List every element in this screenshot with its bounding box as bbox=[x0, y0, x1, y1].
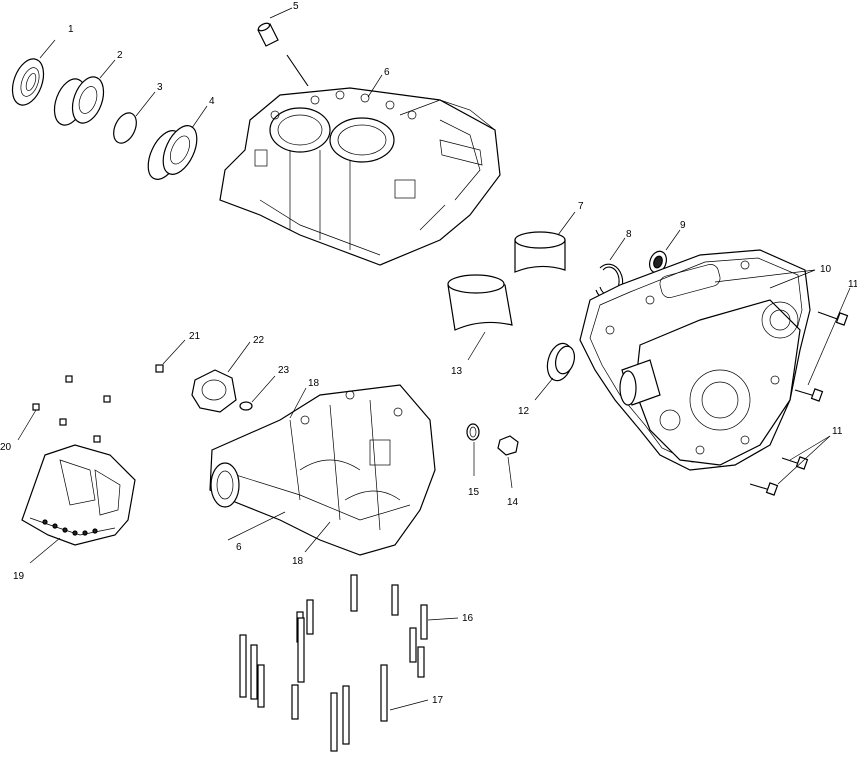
part-21-screw: 21 bbox=[155, 331, 201, 373]
part-6-lower-crankcase: 6 18 18 bbox=[209, 378, 436, 567]
callout-19: 19 bbox=[13, 571, 25, 582]
part-22-housing: 22 bbox=[191, 335, 265, 413]
part-12-seal: 12 bbox=[518, 342, 576, 417]
callout-3: 3 bbox=[157, 82, 163, 93]
callout-12: 12 bbox=[518, 406, 530, 417]
part-16-studs: 16 bbox=[296, 574, 474, 678]
callout-8: 8 bbox=[626, 229, 632, 240]
callout-7: 7 bbox=[578, 201, 584, 212]
part-14-plug: 14 bbox=[497, 435, 519, 508]
callout-10: 10 bbox=[820, 264, 832, 275]
part-7-bearing-shell: 7 bbox=[514, 201, 584, 273]
callout-22: 22 bbox=[253, 335, 265, 346]
part-4-bearing: 4 bbox=[147, 96, 215, 180]
callout-2: 2 bbox=[117, 50, 123, 61]
callout-1: 1 bbox=[68, 24, 74, 35]
part-15-o-ring: 15 bbox=[466, 423, 480, 498]
part-23-o-ring: 23 bbox=[239, 365, 290, 411]
callout-11a: 11 bbox=[848, 279, 857, 290]
part-13-bearing-shell: 13 bbox=[447, 274, 513, 377]
part-11-bolts: 11 11 bbox=[749, 279, 857, 496]
callout-23: 23 bbox=[278, 365, 290, 376]
callout-9: 9 bbox=[680, 220, 686, 231]
part-6-upper-crankcase: 6 bbox=[219, 67, 501, 266]
callout-6b: 6 bbox=[236, 542, 242, 553]
part-20-screws: 20 bbox=[0, 375, 111, 453]
part-1-oil-seal: 1 bbox=[11, 24, 74, 106]
callout-20: 20 bbox=[0, 442, 12, 453]
callout-18a: 18 bbox=[308, 378, 320, 389]
part-9-washer: 9 bbox=[648, 220, 686, 274]
callout-4: 4 bbox=[209, 96, 215, 107]
callout-15: 15 bbox=[468, 487, 480, 498]
callout-11b: 11 bbox=[832, 426, 843, 437]
part-3-o-ring: 3 bbox=[113, 82, 163, 144]
callout-6a: 6 bbox=[384, 67, 390, 78]
part-19-plate: 19 bbox=[13, 444, 136, 582]
callout-13: 13 bbox=[451, 366, 463, 377]
part-17-studs: 17 bbox=[239, 617, 444, 752]
part-2-bearing: 2 bbox=[53, 50, 123, 126]
callout-17: 17 bbox=[432, 695, 444, 706]
callout-18b: 18 bbox=[292, 556, 304, 567]
callout-16: 16 bbox=[462, 613, 474, 624]
part-5-dowel-pin: 5 bbox=[257, 1, 309, 87]
callout-14: 14 bbox=[507, 497, 519, 508]
part-10-cover-gasket: 10 bbox=[579, 249, 832, 471]
callout-5: 5 bbox=[293, 1, 299, 12]
callout-21: 21 bbox=[189, 331, 201, 342]
